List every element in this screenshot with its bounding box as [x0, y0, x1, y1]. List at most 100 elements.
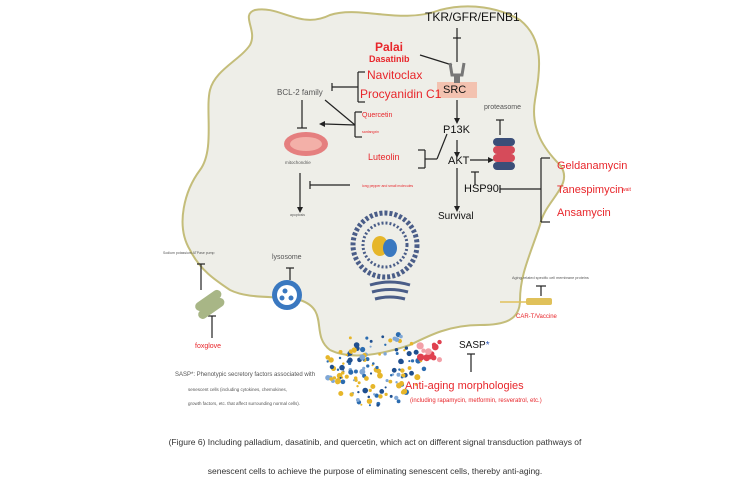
sasp-particle	[437, 339, 442, 345]
drug-long-pepper: long pepper and small molecules	[362, 184, 414, 188]
sasp-particle	[360, 403, 363, 406]
sasp-particle	[394, 348, 399, 352]
sasp-particle	[408, 360, 411, 363]
sasp-particle	[329, 364, 335, 370]
drug-quercetin-sub: sanfangxin	[362, 130, 379, 134]
sasp-particle	[399, 334, 403, 339]
drug-procyanidin: Procyanidin C1	[360, 87, 442, 101]
sasp-particle	[364, 376, 369, 381]
sasp-particle	[384, 392, 388, 397]
sasp-particle	[348, 369, 354, 375]
sasp-particle	[421, 348, 426, 353]
sasp-particle	[352, 379, 355, 382]
anti-aging-label: Anti-aging morphologies	[405, 380, 524, 392]
sasp-particle	[340, 371, 345, 375]
sasp-particle	[370, 384, 376, 390]
sasp-particle	[378, 352, 381, 356]
drug-quercetin: Quercetin	[362, 112, 393, 119]
sasp-particle	[339, 376, 342, 379]
sasp-particle	[373, 393, 376, 396]
drug-ansamycin: Ansamycin	[557, 207, 611, 219]
sasp-particle	[332, 376, 337, 380]
car-t-receptor-icon	[500, 298, 552, 305]
sasp-particle	[362, 387, 369, 394]
sasp-particle	[388, 338, 393, 343]
receptor-label: TKR/GFR/EFNB1	[425, 10, 520, 24]
hsp90-label: HSP90	[464, 183, 499, 195]
sasp-particle	[391, 367, 397, 373]
sasp-particle	[375, 365, 379, 370]
sasp-particle	[399, 381, 405, 387]
sasp-particle	[360, 346, 366, 353]
sasp-particle	[400, 368, 405, 373]
sasp-particle	[379, 389, 385, 394]
sasp-particle	[407, 366, 412, 370]
mitochondria-label: mitochondrie	[285, 160, 311, 165]
sasp-particle	[376, 403, 380, 407]
survival-label: Survival	[438, 211, 474, 222]
sasp-particle	[353, 369, 358, 374]
pump-label: Sodium potassium ATPase pump	[163, 251, 215, 255]
sasp-particle	[404, 346, 409, 350]
sasp-particle	[378, 394, 383, 399]
sasp-particle	[425, 348, 432, 355]
sasp-particle	[340, 379, 346, 385]
sasp-particle	[388, 379, 393, 384]
sasp-particle	[368, 404, 371, 407]
drug-palai: Palai	[375, 40, 404, 54]
sasp-particle	[384, 343, 387, 346]
lysosome-icon	[272, 280, 302, 310]
proteasome-label: proteasome	[484, 104, 521, 111]
sasp-note-1: SASP*: Phenotypic secretory factors asso…	[175, 372, 316, 378]
sasp-particle	[400, 390, 406, 395]
sasp-particle	[359, 368, 366, 375]
sasp-particle	[384, 386, 387, 389]
sasp-particles	[325, 332, 443, 407]
sasp-particle	[369, 339, 373, 343]
caption-line-2: senescent cells to achieve the purpose o…	[207, 466, 543, 476]
akt-label: AKT	[448, 155, 470, 167]
sasp-particle	[338, 349, 343, 354]
ion-pump-icon	[195, 289, 225, 319]
sasp-particle	[329, 377, 334, 381]
sasp-particle	[423, 354, 431, 362]
lysosome-label: lysosome	[272, 254, 302, 261]
sasp-particle	[338, 391, 344, 397]
sasp-particle	[398, 358, 404, 365]
bcl2-label: BCL-2 family	[277, 88, 323, 97]
sasp-particle	[406, 350, 412, 357]
sasp-particle	[413, 349, 419, 355]
sasp-particle	[372, 362, 375, 365]
sasp-particle	[431, 342, 437, 348]
drug-luteolin: Luteolin	[368, 152, 400, 162]
sasp-particle	[348, 336, 352, 340]
sasp-particle	[339, 364, 345, 371]
sasp-label: SASP*	[459, 340, 490, 351]
drug-geldanamycin: Geldanamycin	[557, 160, 628, 172]
sasp-particle	[356, 385, 359, 388]
sasp-particle	[394, 337, 400, 342]
sasp-particle	[389, 394, 393, 398]
sasp-particle	[342, 362, 345, 365]
sasp-note-3: growth factors, etc. that affect surroun…	[188, 401, 300, 406]
sasp-particle	[365, 336, 369, 340]
sasp-particle	[383, 352, 387, 356]
wait-label: wait	[622, 187, 631, 193]
sasp-particle	[414, 374, 421, 381]
sasp-particle	[421, 366, 427, 372]
sasp-particle	[410, 359, 415, 363]
caption-line-1: (Figure 6) Including palladium, dasatini…	[168, 437, 582, 447]
sasp-particle	[395, 381, 398, 384]
sasp-particle	[357, 381, 361, 385]
sasp-particle	[376, 368, 382, 374]
sasp-particle	[349, 392, 354, 397]
sasp-particle	[377, 372, 383, 379]
sasp-particle	[396, 372, 401, 377]
sasp-particle	[374, 393, 379, 398]
drug-navitoclax: Navitoclax	[367, 68, 423, 82]
drug-tanespimycin: Tanespimycin	[557, 184, 624, 196]
sasp-particle	[391, 373, 395, 376]
sasp-particle	[398, 368, 401, 371]
sasp-particle	[417, 353, 425, 361]
